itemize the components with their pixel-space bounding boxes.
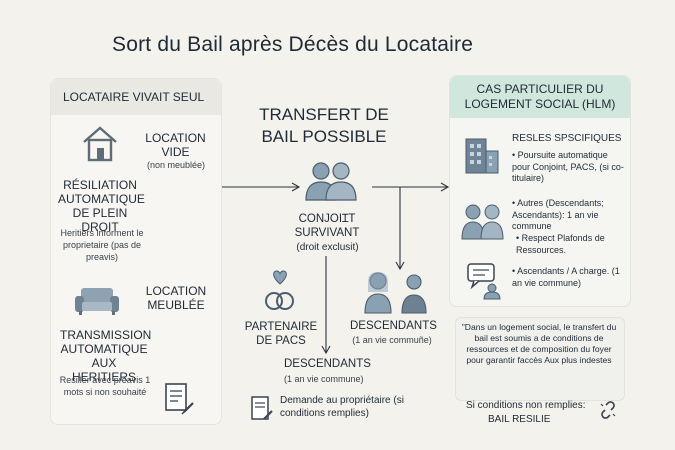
descendants-label: DESCENDANTS bbox=[284, 358, 371, 370]
transmission-label: TRANSMISSION AUTOMATIQUE AUX HERITIERS bbox=[60, 328, 152, 384]
page-title: Sort du Bail après Décès du Locataire bbox=[112, 33, 474, 56]
building-icon bbox=[462, 135, 502, 180]
people-icon bbox=[460, 202, 506, 245]
bail-resilie-label: BAIL RESILIE bbox=[488, 414, 551, 425]
ascendants-text: • Ascendants / A charge. (1 an vie commu… bbox=[512, 266, 620, 288]
autres-text: • Autres (Descendants; Ascendants): 1 an… bbox=[512, 198, 604, 231]
resiliation-label: RÉSILIATION AUTOMATIQUE DE PLEIN DROIT bbox=[58, 178, 145, 234]
rings-heart-icon bbox=[260, 268, 300, 321]
left-panel-header: LOCATAIRE VIVAIT SEUL bbox=[51, 79, 221, 115]
hlm-note-box bbox=[455, 317, 625, 401]
respect-text: • Respect Plafonds de Ressources. bbox=[516, 233, 605, 255]
demande-text: Demande au propriétaire (si conditions r… bbox=[280, 395, 404, 419]
poursuite-text: • Poursuite automatique pour Conjoint, P… bbox=[512, 150, 624, 183]
hlm-note-text: "Dans un logement social, le transfert d… bbox=[461, 322, 617, 365]
broken-link-icon bbox=[598, 400, 618, 425]
document-pen-icon bbox=[250, 395, 274, 428]
right-panel-header: CAS PARTICULIER DU LOGEMENT SOCIAL (HLM) bbox=[450, 76, 630, 118]
sofa-icon bbox=[73, 284, 121, 321]
couple-icon bbox=[303, 160, 359, 207]
house-icon bbox=[80, 124, 120, 167]
left-panel: LOCATAIRE VIVAIT SEUL bbox=[50, 78, 222, 425]
chat-person-icon bbox=[466, 262, 502, 305]
family-icon bbox=[364, 270, 434, 319]
conditions-text: Si conditions non remplies: bbox=[466, 400, 586, 411]
conjoint-label: CONJOIꞮT SURVIVANT bbox=[294, 213, 360, 239]
location-meublee-label: LOCATION MEUBLÉE bbox=[145, 284, 207, 312]
heritiers-info-text: Heritiers informent le proprietaire (pas… bbox=[60, 228, 144, 262]
droit-exclusif-label: (droit exclusit) bbox=[296, 242, 359, 253]
document-signing-icon bbox=[164, 382, 196, 421]
descendants-right-label: DESCENDANTS bbox=[350, 320, 437, 332]
partenaire-label: PARTENAIRE DE PACS bbox=[244, 321, 318, 347]
transfert-heading: TRANSFERT DE BAIL POSSIBLE bbox=[259, 105, 389, 146]
resilier-text: Resiller avéc preavis 1 mots si non souh… bbox=[59, 375, 151, 397]
location-vide-label: LOCATION VIDE bbox=[145, 131, 206, 159]
right-panel: CAS PARTICULIER DU LOGEMENT SOCIAL (HLM) bbox=[449, 75, 631, 307]
non-meublee-label: (non meublée) bbox=[146, 160, 206, 170]
descendants-right-sub: (1 an vie commuñe) bbox=[352, 335, 432, 345]
descendants-sub: (1 an vie commune) bbox=[284, 374, 364, 384]
regles-heading: RESLES SPSCIFIQUES bbox=[512, 133, 622, 144]
